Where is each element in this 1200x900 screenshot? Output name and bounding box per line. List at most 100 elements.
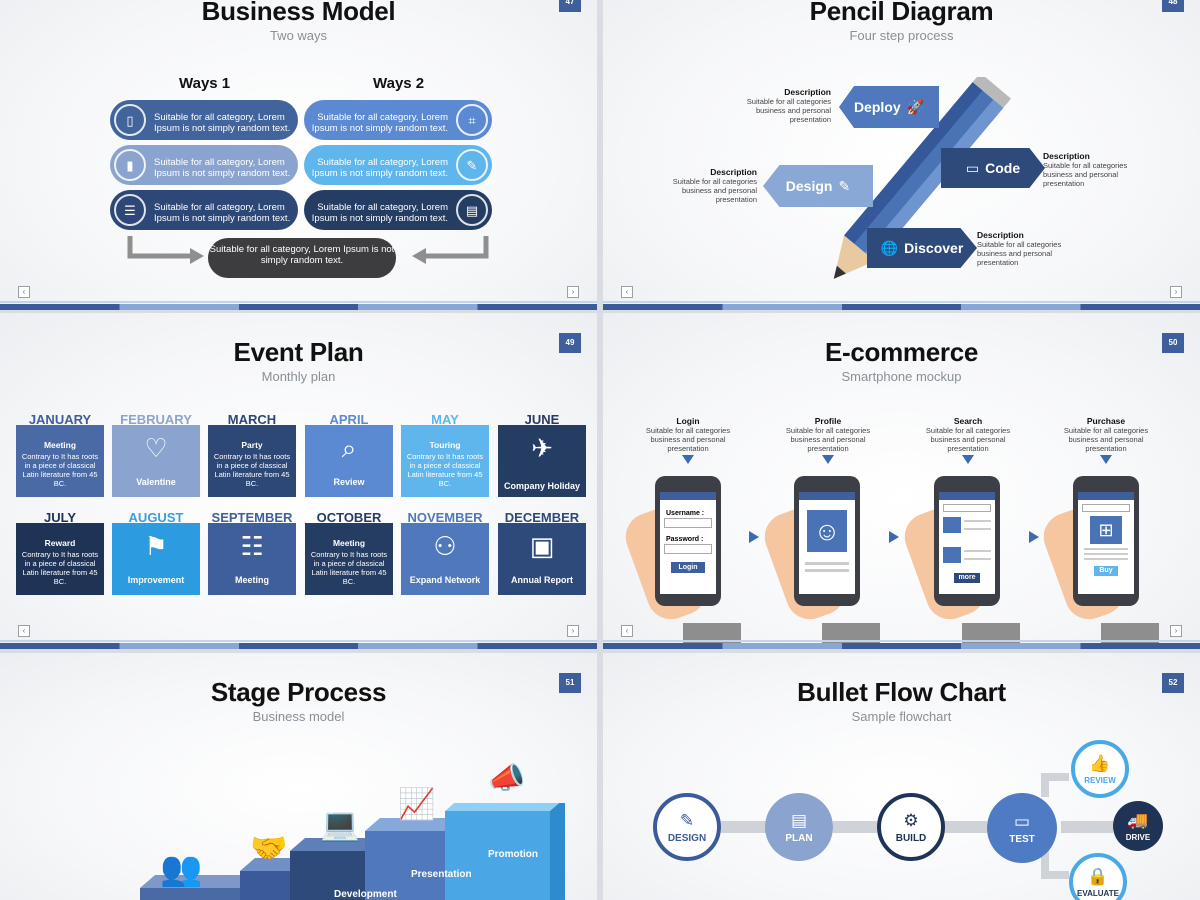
month-label: SEPTEMBER	[211, 510, 293, 525]
handshake-icon: 🤝	[250, 832, 288, 865]
phone-profile: ☺	[794, 476, 860, 606]
arrow-right-icon	[749, 531, 759, 543]
node-review[interactable]: 👍REVIEW	[1071, 740, 1129, 798]
ways-1-heading: Ways 1	[179, 75, 231, 92]
prev-slide-button[interactable]: ‹	[621, 625, 633, 637]
month-label: OCTOBER	[316, 510, 382, 525]
rocket-icon: 🚀	[906, 98, 925, 115]
more-button[interactable]: more	[954, 573, 980, 583]
double-arrow	[943, 821, 987, 833]
chart-doc-icon: ⌗	[456, 104, 488, 136]
username-input[interactable]	[664, 518, 712, 528]
step-design: Design✎	[763, 165, 873, 207]
slide-subtitle: Two ways	[269, 28, 328, 43]
prev-slide-button[interactable]: ‹	[18, 286, 30, 298]
slide-footer-bar	[0, 640, 597, 649]
slide-bullet-flow-chart[interactable]: Bullet Flow Chart Sample flowchart 52 ✎D…	[603, 653, 1200, 900]
next-slide-button[interactable]: ›	[1170, 625, 1182, 637]
stage-label: Promotion	[488, 849, 538, 860]
node-build[interactable]: ⚙BUILD	[877, 793, 945, 861]
result-item: Suitable for all category, Lorem Ipsum i…	[208, 238, 396, 278]
slide-subtitle: Sample flowchart	[851, 709, 952, 724]
next-slide-button[interactable]: ›	[1170, 286, 1182, 298]
slide-pencil-diagram[interactable]: Pencil Diagram Four step process 48 Depl…	[603, 0, 1200, 310]
report-icon: ▣	[529, 531, 555, 561]
gear-icon: ⚙	[903, 810, 919, 830]
slide-number: 47	[559, 0, 581, 12]
stage-label: Presentation	[411, 869, 472, 880]
prev-slide-button[interactable]: ‹	[18, 625, 30, 637]
slide-title: Business Model	[201, 0, 396, 26]
slide-number: 51	[559, 673, 581, 693]
slide-title: Stage Process	[210, 677, 387, 707]
globe-icon: 🌐	[880, 239, 899, 256]
event-box: ⚇Expand Network	[401, 523, 489, 595]
slide-number: 49	[559, 333, 581, 353]
step-deploy: Deploy🚀	[839, 86, 939, 128]
slide-footer-bar	[603, 301, 1200, 310]
node-plan[interactable]: ▤PLAN	[765, 793, 833, 861]
event-box: ▣Annual Report	[498, 523, 586, 595]
pencil-graphic	[833, 77, 1012, 279]
certificate-icon: ✎	[456, 149, 488, 181]
month-label: MAY	[431, 412, 459, 427]
camera-icon	[943, 517, 961, 533]
truck-icon: 🚚	[1127, 810, 1149, 830]
way1-item: ☰ Suitable for all category, Lorem Ipsum…	[110, 190, 298, 230]
step-discover: 🌐Discover	[867, 228, 977, 268]
slide-event-plan[interactable]: Event Plan Monthly plan 49 JANUARY FEBRU…	[0, 313, 597, 649]
login-button[interactable]: Login	[671, 562, 705, 573]
network-icon: ⚇	[433, 531, 457, 561]
slide-title: E-commerce	[824, 337, 979, 367]
slide-footer-bar	[0, 301, 597, 310]
slide-subtitle: Business model	[252, 709, 345, 724]
month-label: FEBRUARY	[120, 412, 192, 427]
report-icon: ▤	[456, 194, 488, 226]
buy-button[interactable]: Buy	[1094, 566, 1118, 576]
search-input[interactable]	[943, 504, 991, 512]
node-design[interactable]: ✎DESIGN	[653, 793, 721, 861]
way1-item: ▯ Suitable for all category, Lorem Ipsum…	[110, 100, 298, 140]
password-input[interactable]	[664, 544, 712, 554]
next-slide-button[interactable]: ›	[567, 625, 579, 637]
way2-item: ✎ Suitable for all category, Lorem Ipsum…	[304, 145, 492, 185]
document-icon: ▯	[114, 104, 146, 136]
double-arrow	[721, 821, 767, 833]
team-meeting-icon: 👥	[160, 850, 203, 888]
node-test[interactable]: ▭TEST	[987, 793, 1057, 863]
slide-subtitle: Smartphone mockup	[841, 369, 962, 384]
step-code: ▭Code	[941, 148, 1045, 188]
node-evaluate[interactable]: 🔒EVALUATE	[1069, 853, 1127, 900]
phone-login: Username : Password : Login	[655, 476, 721, 606]
pencil-icon: ✎	[838, 177, 851, 194]
ways-2-heading: Ways 2	[373, 75, 425, 92]
month-label: JULY	[43, 510, 77, 525]
airplane-icon: ✈	[531, 433, 553, 463]
event-box: ☷Meeting	[208, 523, 296, 595]
search-input[interactable]	[1082, 504, 1130, 512]
node-drive[interactable]: 🚚DRIVE	[1113, 801, 1163, 851]
next-slide-button[interactable]: ›	[567, 286, 579, 298]
slide-business-model[interactable]: Business Model Two ways 47 Ways 1 Ways 2…	[0, 0, 597, 310]
slide-stage-process[interactable]: Stage Process Business model 51 Developm…	[0, 653, 597, 900]
month-label: APRIL	[329, 412, 369, 427]
event-box: ⚑Improvement	[112, 523, 200, 595]
merge-arrows	[127, 236, 489, 264]
event-box: ✈Company Holiday	[498, 425, 586, 497]
event-box: ⌕Review	[305, 425, 393, 497]
file-icon: ▮	[114, 149, 146, 181]
phone-search: more	[934, 476, 1000, 606]
monitor-icon	[943, 547, 961, 563]
gift-icon: ⊞	[1090, 516, 1122, 544]
prev-slide-button[interactable]: ‹	[621, 286, 633, 298]
document-search-icon: ⌕	[341, 433, 357, 463]
